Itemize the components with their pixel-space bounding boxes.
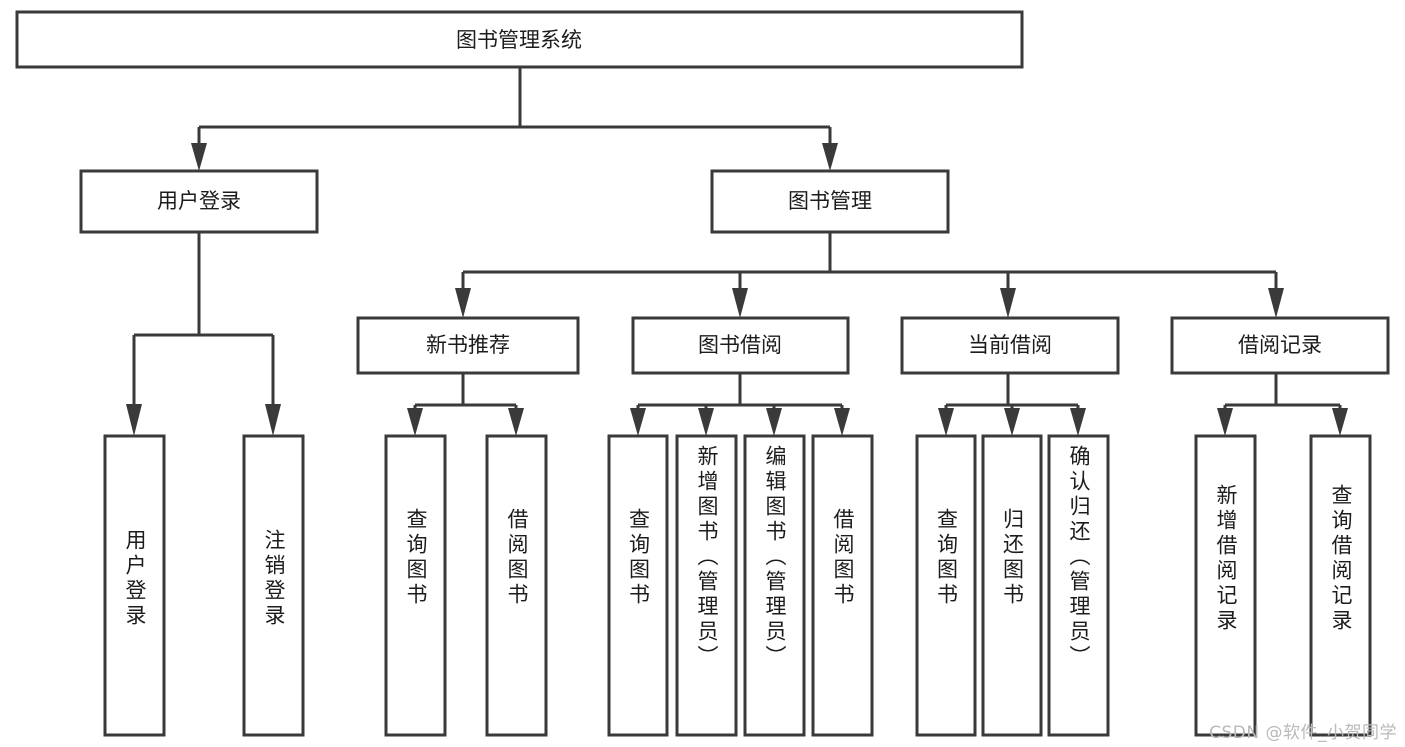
node-leaf-query-book-current-box[interactable] bbox=[915, 434, 977, 737]
node-user-login-label: 用户登录 bbox=[157, 189, 241, 213]
node-book-borrow[interactable]: 图书借阅 bbox=[631, 316, 850, 375]
node-leaf-query-book-borrow-box[interactable] bbox=[607, 434, 669, 737]
arrow-leaf-edit-book-admin bbox=[766, 408, 782, 436]
arrow-leaf-return-book bbox=[1004, 408, 1020, 436]
connector-group-user-login-to-leaves bbox=[126, 232, 281, 436]
node-leaf-return-book-box[interactable] bbox=[981, 434, 1043, 737]
node-borrow-record-label: 借阅记录 bbox=[1238, 333, 1322, 357]
csdn-watermark: CSDN @软件_小贺同学 bbox=[1209, 723, 1397, 743]
connector-group-current-borrow-to-leaves bbox=[938, 373, 1086, 436]
node-user-login[interactable]: 用户登录 bbox=[79, 169, 319, 234]
node-current-borrow-label: 当前借阅 bbox=[968, 333, 1052, 357]
node-leaf-query-borrow-record-box[interactable] bbox=[1309, 434, 1372, 737]
node-current-borrow[interactable]: 当前借阅 bbox=[900, 316, 1120, 375]
node-leaf-borrow-book-box[interactable] bbox=[811, 434, 874, 737]
node-leaf-add-borrow-record-box[interactable] bbox=[1194, 434, 1257, 737]
node-leaf-user-login-box[interactable] bbox=[103, 434, 166, 737]
node-new-book-recommend[interactable]: 新书推荐 bbox=[356, 316, 580, 375]
node-leaf-query-book-recommend-box[interactable] bbox=[384, 434, 447, 737]
node-book-borrow-label: 图书借阅 bbox=[698, 333, 782, 357]
node-leaf-confirm-return-admin-box[interactable] bbox=[1047, 434, 1110, 737]
connector-group-book-borrow-to-leaves bbox=[630, 373, 850, 436]
arrow-leaf-user-login bbox=[126, 404, 142, 436]
arrow-leaf-borrow-book bbox=[834, 408, 850, 436]
connector-group-borrow-record-to-leaves bbox=[1217, 373, 1348, 436]
node-user-login-box[interactable] bbox=[79, 169, 319, 234]
arrow-book-manage bbox=[822, 143, 838, 171]
arrow-leaf-add-borrow-record bbox=[1217, 408, 1233, 436]
arrow-leaf-query-book-recommend bbox=[407, 408, 423, 436]
arrow-leaf-query-borrow-record bbox=[1332, 408, 1348, 436]
arrow-new-book-recommend bbox=[455, 288, 471, 318]
node-leaf-edit-book-admin-box[interactable] bbox=[743, 434, 806, 737]
node-leaf-logout-box[interactable] bbox=[242, 434, 305, 737]
arrow-user-login bbox=[191, 143, 207, 171]
node-leaf-add-book-admin-box[interactable] bbox=[675, 434, 738, 737]
node-leaf-borrow-book-recommend-box[interactable] bbox=[485, 434, 548, 737]
arrow-leaf-query-book-borrow bbox=[630, 408, 646, 436]
arrow-leaf-query-book-current bbox=[938, 408, 954, 436]
node-book-manage-label: 图书管理 bbox=[788, 189, 872, 213]
arrow-leaf-borrow-book-recommend bbox=[508, 408, 524, 436]
node-new-book-recommend-box[interactable] bbox=[356, 316, 580, 375]
node-root-box[interactable] bbox=[15, 10, 1024, 69]
node-borrow-record-box[interactable] bbox=[1170, 316, 1390, 375]
node-root-label: 图书管理系统 bbox=[456, 28, 582, 52]
arrow-current-borrow bbox=[1000, 288, 1016, 318]
node-book-manage[interactable]: 图书管理 bbox=[710, 169, 950, 234]
node-current-borrow-box[interactable] bbox=[900, 316, 1120, 375]
node-new-book-recommend-label: 新书推荐 bbox=[426, 333, 510, 357]
node-book-borrow-box[interactable] bbox=[631, 316, 850, 375]
connector-group-book-manage-to-level3 bbox=[455, 232, 1284, 318]
arrow-leaf-add-book-admin bbox=[698, 408, 714, 436]
connector-group-new-book-recommend-to-leaves bbox=[407, 373, 524, 436]
node-root[interactable]: 图书管理系统 bbox=[15, 10, 1024, 69]
node-borrow-record[interactable]: 借阅记录 bbox=[1170, 316, 1390, 375]
arrow-leaf-logout bbox=[265, 404, 281, 436]
arrow-book-borrow bbox=[732, 288, 748, 318]
connector-group-root-to-level2 bbox=[191, 67, 838, 171]
node-book-manage-box[interactable] bbox=[710, 169, 950, 234]
arrow-borrow-record bbox=[1268, 288, 1284, 318]
arrow-leaf-confirm-return-admin bbox=[1070, 408, 1086, 436]
